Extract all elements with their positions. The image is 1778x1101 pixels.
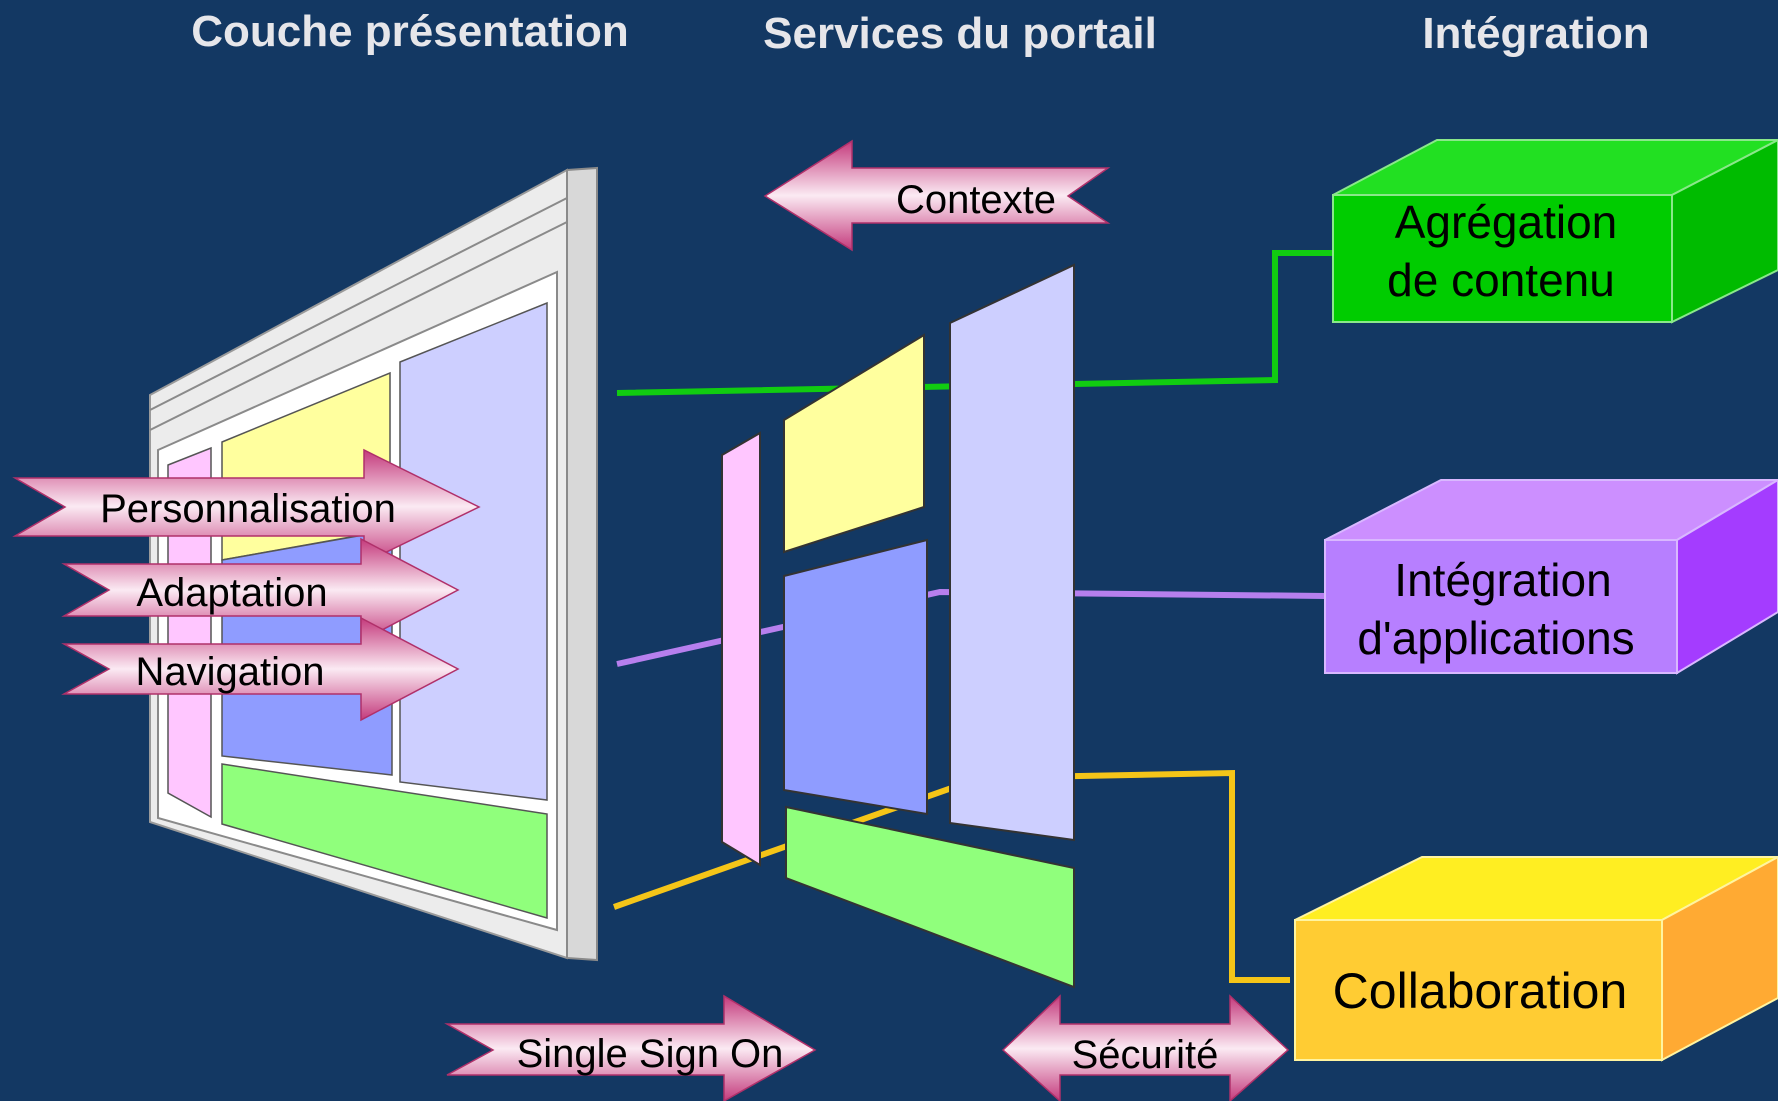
arrow-contexte-shape <box>763 139 1111 252</box>
arrow-navigation: Navigation <box>61 616 460 722</box>
arrow-adaptation: Adaptation <box>61 537 460 643</box>
service-panel-yellow <box>783 333 925 554</box>
window-pane-green <box>221 763 548 919</box>
arrow-securite-shape <box>1001 994 1290 1101</box>
box-aggregation: Agrégation de contenu <box>1332 138 1778 324</box>
arrow-personnalisation: Personnalisation <box>12 448 481 565</box>
box-applications: Intégration d'applications <box>1324 478 1778 675</box>
arrow-navigation-label: Navigation <box>135 650 324 694</box>
service-panel-blue <box>783 538 928 816</box>
window-titlebar-line1 <box>149 197 568 411</box>
window-titlebar-line2 <box>149 221 568 431</box>
box-aggregation-front <box>1332 194 1673 323</box>
window-side-edge <box>566 166 598 962</box>
arrow-securite: Sécurité <box>1001 994 1290 1101</box>
box-collaboration-label: Collaboration <box>1333 963 1628 1019</box>
header-presentation: Couche présentation <box>191 7 629 56</box>
box-aggregation-line1: Agrégation <box>1395 196 1618 248</box>
box-applications-front <box>1324 539 1678 674</box>
arrow-navigation-shape <box>61 616 460 722</box>
box-aggregation-line2: de contenu <box>1387 254 1615 306</box>
arrow-securite-label: Sécurité <box>1072 1033 1219 1077</box>
header-integration: Intégration <box>1422 9 1649 58</box>
arrow-single-sign-on: Single Sign On <box>444 994 817 1101</box>
arrow-contexte: Contexte <box>763 139 1111 252</box>
header-services: Services du portail <box>763 9 1157 58</box>
service-panel-pink <box>721 431 761 867</box>
service-panel-lavender <box>949 263 1075 842</box>
window-pane-lavender <box>399 301 548 801</box>
arrow-personnalisation-label: Personnalisation <box>100 487 396 531</box>
box-applications-line2: d'applications <box>1357 612 1634 664</box>
green-connector <box>616 250 1333 396</box>
box-applications-line1: Intégration <box>1394 554 1611 606</box>
yellow-connector <box>613 769 1290 983</box>
service-panel-green <box>785 805 1075 989</box>
box-collaboration: Collaboration <box>1294 855 1778 1062</box>
arrow-sso-shape <box>444 994 817 1101</box>
arrow-contexte-label: Contexte <box>896 178 1056 222</box>
arrow-adaptation-label: Adaptation <box>136 571 327 615</box>
portal-services-panels <box>721 263 1075 989</box>
arrow-sso-label: Single Sign On <box>517 1032 784 1076</box>
box-collaboration-front <box>1294 919 1663 1061</box>
